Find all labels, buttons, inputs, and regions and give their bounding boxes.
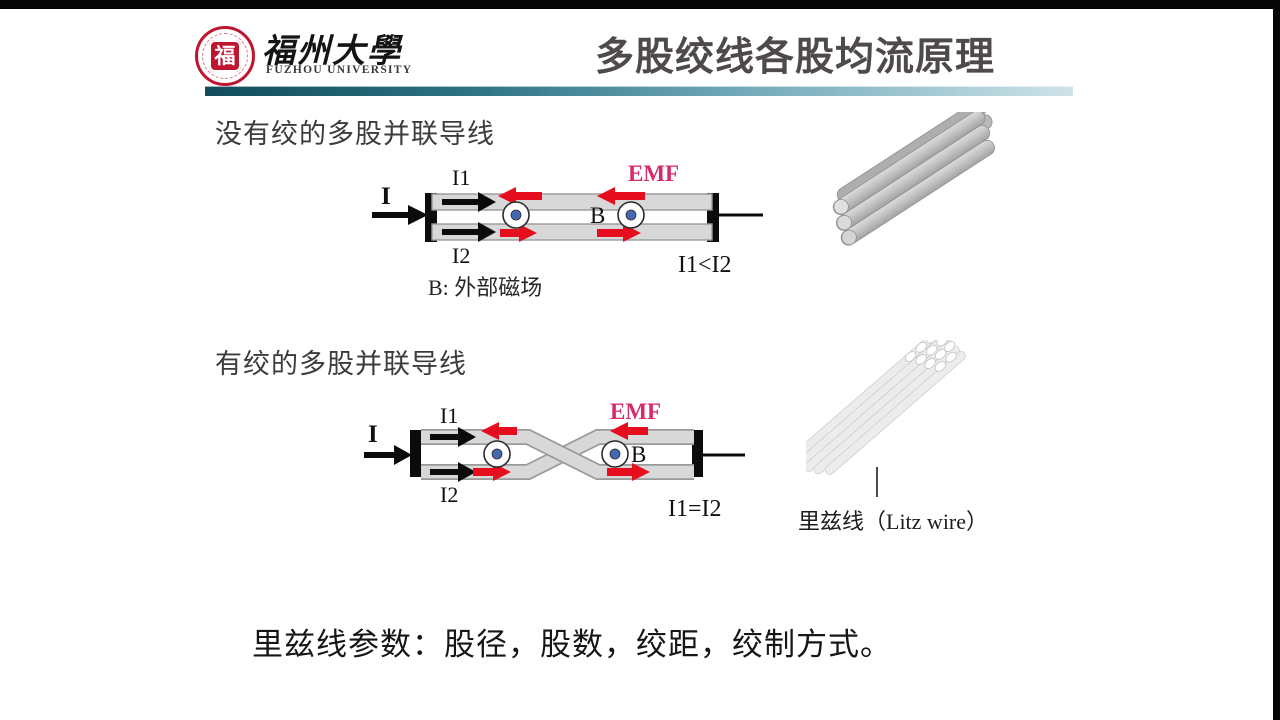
wire-rod-end (836, 214, 852, 231)
emf-arrow-top-left-shaft (499, 427, 517, 435)
emf-arrow-top-right-head (610, 422, 628, 440)
branch2-label: I2 (440, 482, 458, 507)
top-letterbox-bar (0, 0, 1280, 9)
litz-parameters-summary: 里兹线参数：股径，股数，绞距，绞制方式。 (252, 627, 892, 662)
input-current-shaft (372, 212, 409, 218)
parallel-wire-bundle-image (832, 112, 995, 246)
branch1-current-shaft (442, 199, 478, 205)
output-lead (703, 453, 745, 457)
emf-arrow-top-right-shaft (615, 192, 645, 200)
field-dot-right (609, 448, 621, 460)
section-heading-twisted: 有绞的多股并联导线 (215, 349, 467, 379)
litz-braid-texture (905, 340, 957, 372)
emf-arrow-bottom-right-shaft (597, 229, 623, 237)
branch2-current-shaft (442, 229, 478, 235)
twisted-wires-diagram: I I1 I2 EMF B (364, 399, 745, 507)
header-divider-bar (205, 86, 1073, 96)
slide-title: 多股绞线各股均流原理 (595, 36, 996, 79)
current-in-label: I (368, 421, 378, 448)
seal-character: 福 (209, 40, 241, 72)
emf-label: EMF (628, 161, 679, 186)
input-current-shaft (364, 452, 395, 458)
untwisted-wires-diagram: I I1 I2 EMF B (372, 161, 763, 268)
current-relation-twisted: I1=I2 (668, 496, 722, 522)
current-in-label: I (381, 183, 391, 210)
litz-strand (824, 350, 966, 475)
emf-arrow-bottom-left-shaft (500, 229, 519, 237)
emf-arrow-bottom-left-shaft (473, 468, 493, 476)
branch2-label: I2 (452, 243, 470, 268)
emf-arrow-top-left-shaft (516, 192, 542, 200)
branch1-current-shaft (430, 434, 458, 440)
branch1-current-arrowhead (478, 192, 496, 212)
university-name-en: FUZHOU UNIVERSITY (266, 64, 413, 76)
emf-label: EMF (610, 399, 661, 424)
field-label: B (631, 442, 646, 467)
branch1-label: I1 (452, 165, 470, 190)
field-label: B (590, 203, 605, 228)
field-dot-left (491, 448, 503, 460)
university-name-cn: 福州大學 (262, 34, 402, 70)
branch2-current-shaft (430, 469, 458, 475)
output-lead (719, 213, 763, 217)
emf-arrow-bottom-right-head (632, 463, 650, 481)
wire-rod-end (841, 229, 857, 246)
input-current-arrowhead (408, 205, 428, 225)
branch1-label: I1 (440, 403, 458, 428)
emf-arrow-top-right-shaft (628, 427, 648, 435)
wire-rod-end (833, 199, 849, 215)
seal-inner-ring (202, 33, 248, 79)
university-seal-logo: 福 (195, 26, 255, 86)
litz-wire-image (806, 340, 966, 475)
branch1-current-arrowhead (458, 427, 476, 447)
left-terminal (410, 430, 421, 477)
field-dot-left (510, 209, 522, 221)
current-relation-untwisted: I1<I2 (678, 252, 732, 278)
emf-arrow-bottom-right-shaft (607, 468, 632, 476)
right-terminal (692, 430, 703, 477)
input-current-arrowhead (394, 445, 412, 465)
emf-arrow-bottom-left-head (519, 224, 537, 242)
section-heading-untwisted: 没有绞的多股并联导线 (215, 119, 495, 149)
emf-arrow-top-right-head (597, 187, 615, 205)
right-letterbox-bar (1273, 0, 1280, 720)
emf-arrow-bottom-right-head (623, 224, 641, 242)
branch2-current-arrowhead (458, 462, 476, 482)
field-note: B: 外部磁场 (428, 275, 543, 300)
litz-caption: 里兹线（Litz wire） (798, 509, 989, 534)
branch2-current-arrowhead (478, 222, 496, 242)
emf-arrow-top-left-head (498, 187, 516, 205)
field-dot-right (625, 209, 637, 221)
wire-rod (840, 139, 995, 246)
emf-arrow-top-left-head (481, 422, 499, 440)
litz-caption-pointer-line (876, 467, 878, 497)
